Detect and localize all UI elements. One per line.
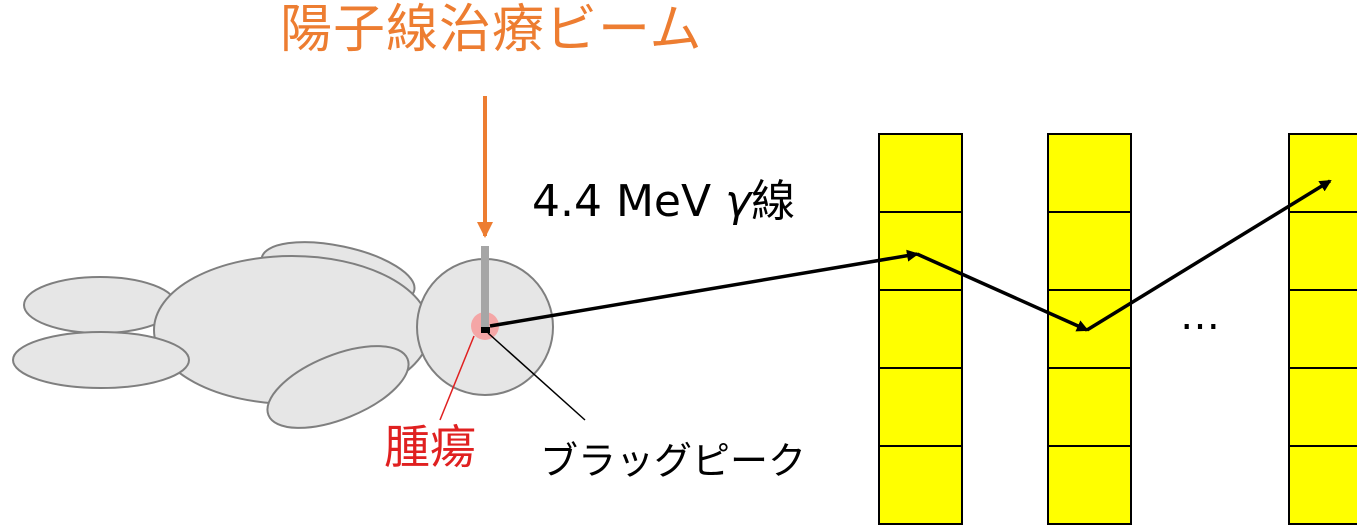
gamma-energy: 4.4 MeV: [532, 176, 712, 227]
beam-track: [481, 246, 489, 330]
gamma-symbol: γ: [725, 176, 752, 227]
detector-cell: [878, 211, 963, 291]
mouse-front-leg: [12, 331, 190, 389]
detector-cell: [1047, 211, 1132, 291]
detector-cell: [1047, 367, 1132, 447]
more-detectors-ellipsis: …: [1180, 293, 1224, 339]
detector-column-3: [1288, 133, 1357, 525]
detector-cell: [1288, 367, 1357, 447]
detector-cell: [878, 133, 963, 213]
mouse-body: [12, 241, 554, 429]
detector-cell: [878, 445, 963, 525]
gamma-path-segment-2: [916, 252, 1089, 332]
detector-cell: [878, 367, 963, 447]
bragg-peak-marker: [481, 327, 490, 333]
detector-column-2: [1047, 133, 1132, 525]
bragg-leader-line: [487, 332, 586, 421]
detector-cell: [1288, 289, 1357, 369]
tumor-leader-line: [439, 335, 475, 421]
detector-column-1: [878, 133, 963, 525]
gamma-kanji: 線: [751, 176, 796, 227]
mouse-paw: [266, 345, 410, 429]
bragg-peak-label: ブラッグピーク: [540, 439, 807, 483]
detector-cell: [1288, 211, 1357, 291]
detector-cell: [878, 289, 963, 369]
tumor-label: 腫瘍: [384, 420, 476, 474]
gamma-path-segment-1: [489, 249, 919, 328]
detector-cell: [1047, 133, 1132, 213]
beam-title: 陽子線治療ビーム: [280, 0, 703, 60]
detector-cell: [1288, 445, 1357, 525]
mouse-back-leg: [23, 276, 177, 334]
detector-cell: [1047, 445, 1132, 525]
gamma-path-segment-3: [1086, 179, 1332, 332]
